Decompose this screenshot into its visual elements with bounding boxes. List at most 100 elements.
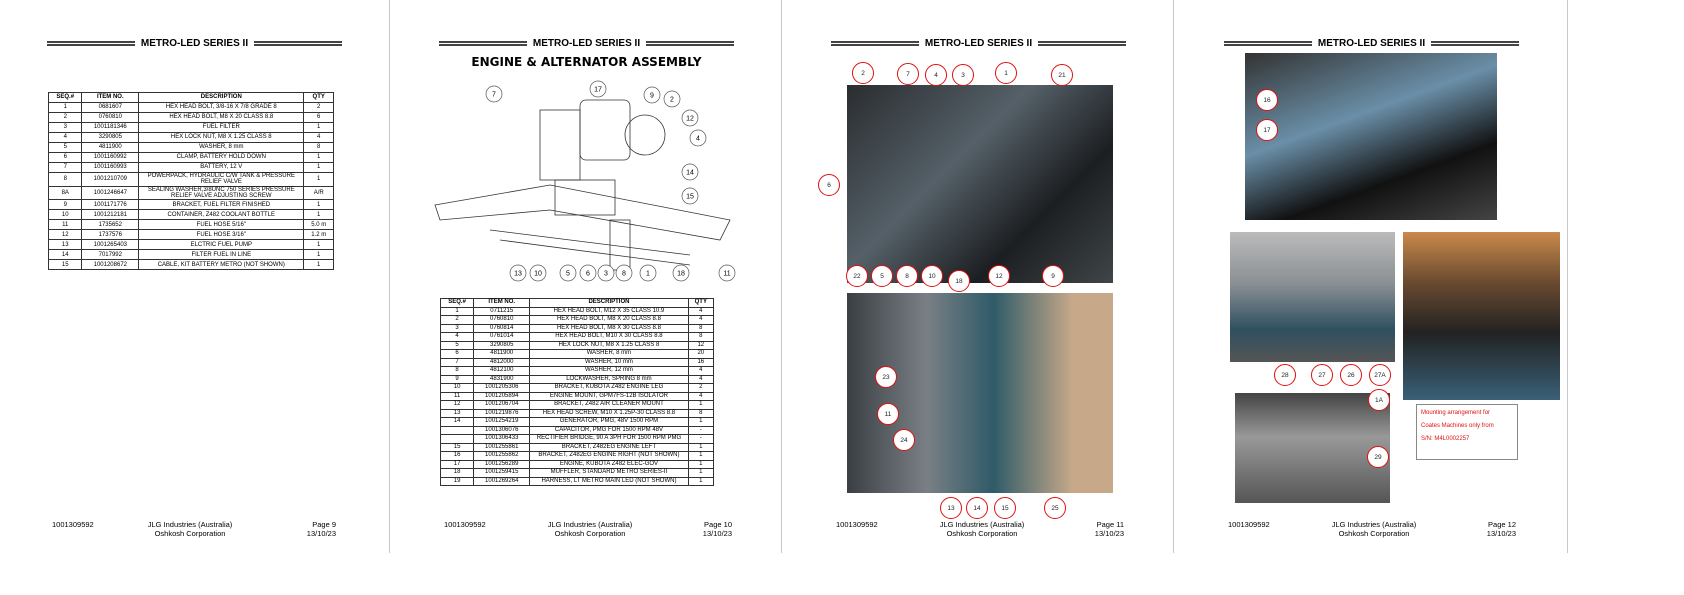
qty-cell: - <box>687 434 715 444</box>
page-header: METRO-LED SERIES II <box>392 38 781 49</box>
description-cell: HEX LOCK NUT, M8 X 1.25 CLASS 8 <box>138 132 305 143</box>
description-cell: ENGINE, KUBOTA Z482 ELEC-GOV <box>529 459 689 469</box>
diagram-callout: 3 <box>597 264 615 282</box>
seq-cell: 8 <box>47 172 83 187</box>
item-no-cell: 4812000 <box>473 357 531 367</box>
photo-callout: 22 <box>846 265 868 287</box>
photo-callout: 12 <box>988 265 1010 287</box>
photo-callout: 17 <box>1256 119 1278 141</box>
company-name: JLG Industries (Australia) <box>939 520 1025 529</box>
page-date: 13/10/23 <box>1094 529 1124 538</box>
seq-cell: 3 <box>47 122 83 133</box>
item-no-cell: 1001210709 <box>81 172 140 187</box>
photo-callout: 14 <box>966 497 988 519</box>
seq-cell: 6 <box>47 152 83 163</box>
qty-cell: 1 <box>303 259 334 271</box>
seq-cell: 4 <box>47 132 83 143</box>
svg-text:6: 6 <box>586 271 590 278</box>
description-cell: BRACKET, Z482 AIR CLEANER MOUNT <box>529 400 689 410</box>
qty-cell: 1 <box>687 451 715 461</box>
svg-text:2: 2 <box>670 97 674 104</box>
description-cell: CLAMP, BATTERY HOLD DOWN <box>138 152 305 163</box>
item-no-cell: 1001208672 <box>81 259 140 271</box>
seq-cell: 11 <box>47 219 83 231</box>
qty-cell: 4 <box>687 315 715 325</box>
svg-text:8: 8 <box>622 271 626 278</box>
doc-number: 1001309592 <box>1228 520 1270 529</box>
column-header: QTY <box>687 298 715 308</box>
seq-cell: 18 <box>439 468 475 478</box>
description-cell: RECTIFIER BRIDGE, 90 A 3PH FOR 1500 RPM … <box>529 434 689 444</box>
item-no-cell: 1001160992 <box>81 152 140 163</box>
seq-cell: 10 <box>439 383 475 393</box>
item-no-cell: 4831900 <box>473 374 531 384</box>
qty-cell: 1 <box>303 162 334 173</box>
description-cell: HEX HEAD BOLT, M8 X 20 CLASS 8.8 <box>529 315 689 325</box>
diagram-callout: 15 <box>681 187 699 205</box>
seq-cell: 7 <box>439 357 475 367</box>
photo-callout: 3 <box>952 64 974 86</box>
qty-cell: 1 <box>303 152 334 163</box>
seq-cell: 11 <box>439 391 475 401</box>
diagram-callout: 1 <box>639 264 657 282</box>
item-no-cell: 0681607 <box>81 102 140 113</box>
photo-callout: 21 <box>1051 64 1073 86</box>
company-name-2: Oshkosh Corporation <box>554 529 626 538</box>
diagram-callout: 18 <box>672 264 690 282</box>
description-cell: ELCTRIC FUEL PUMP <box>138 239 305 251</box>
column-header: SEQ.# <box>439 298 475 308</box>
page-11: METRO-LED SERIES II 1001309592 JLG Indus… <box>784 0 1174 553</box>
photo-callout: 23 <box>875 366 897 388</box>
seq-cell: 6 <box>439 349 475 359</box>
svg-text:15: 15 <box>686 194 694 201</box>
page-date: 13/10/23 <box>306 529 336 538</box>
qty-cell: 4 <box>687 366 715 376</box>
description-cell: BRACKET, Z482EG ENGINE LEFT <box>529 442 689 452</box>
description-cell: MUFFLER, STANDARD METRO SERIES-II <box>529 468 689 478</box>
qty-cell: 2 <box>687 383 715 393</box>
description-cell: FUEL FILTER <box>138 122 305 133</box>
seq-cell: 1 <box>47 102 83 113</box>
description-cell: HEX HEAD BOLT, 3/8-16 X 7/8 GRADE 8 <box>138 102 305 113</box>
page-number: Page 10 <box>704 520 732 529</box>
seq-cell: 15 <box>47 259 83 271</box>
item-no-cell: 1001265403 <box>81 239 140 251</box>
photo-callout: 16 <box>1256 89 1278 111</box>
qty-cell: 8 <box>303 142 334 153</box>
seq-cell: 5 <box>47 142 83 153</box>
seq-cell: 9 <box>47 199 83 211</box>
description-cell: HEX LOCK NUT, M8 X 1.25 CLASS 8 <box>529 340 689 350</box>
item-no-cell: 1001205306 <box>473 383 531 393</box>
qty-cell: 4 <box>687 374 715 384</box>
photo-callout: 8 <box>896 265 918 287</box>
diagram-callout: 8 <box>615 264 633 282</box>
engine-photo-top <box>847 85 1113 283</box>
company: JLG Industries (Australia)Oshkosh Corpor… <box>130 520 250 538</box>
item-no-cell: 1001255861 <box>473 442 531 452</box>
page-12: METRO-LED SERIES II 1001309592 JLG Indus… <box>1176 0 1568 553</box>
description-cell: POWERPACK, HYDRAULIC C/W TANK & PRESSURE… <box>138 172 305 187</box>
seq-cell: 4 <box>439 332 475 342</box>
seq-cell: 12 <box>47 229 83 241</box>
item-no-cell: 3290805 <box>473 340 531 350</box>
item-no-cell: 1001254219 <box>473 417 531 427</box>
seq-cell: 8A <box>47 185 83 201</box>
diagram-callout: 10 <box>529 264 547 282</box>
qty-cell: 1 <box>303 239 334 251</box>
seq-cell: 2 <box>47 112 83 123</box>
qty-cell: 8 <box>687 332 715 342</box>
